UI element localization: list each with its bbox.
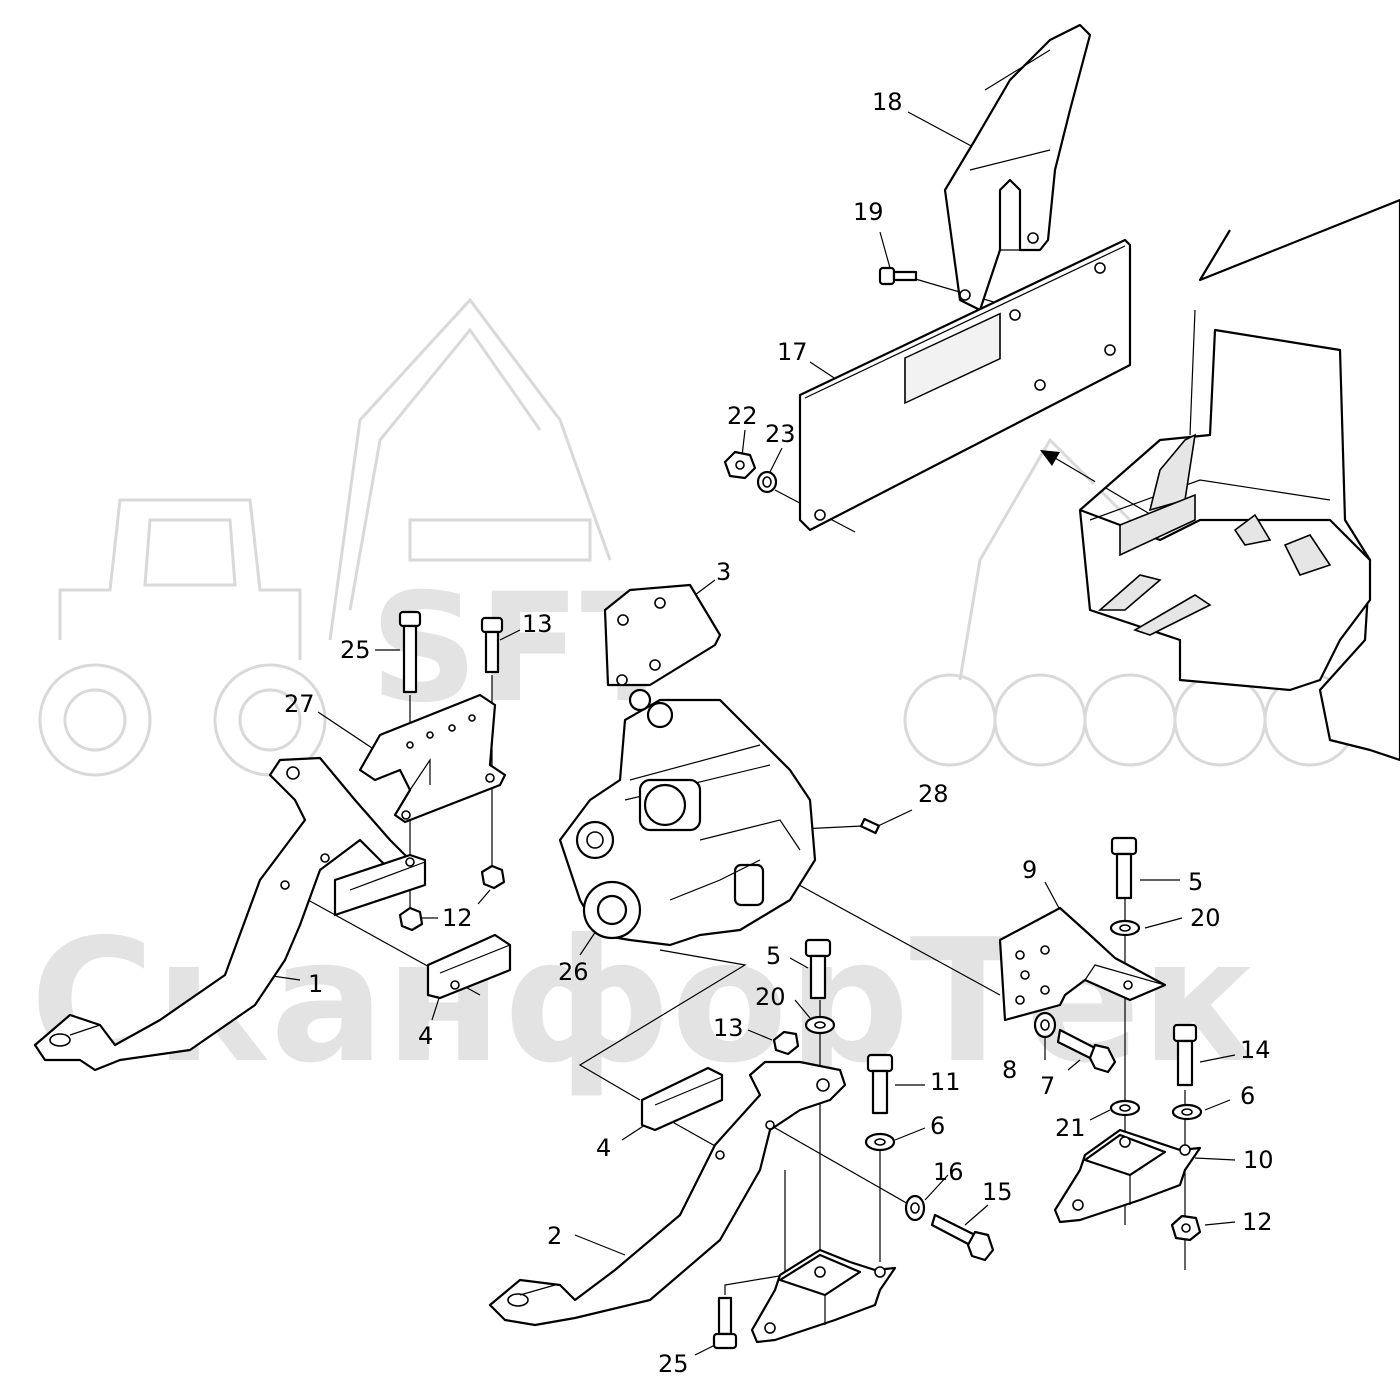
callout-12-top: 12	[442, 904, 473, 932]
part-18-bolt	[878, 266, 918, 286]
callout-12-right: 12	[1242, 1208, 1273, 1236]
part-4-spacer-block-top	[333, 853, 427, 917]
part-27-engine-bracket	[358, 693, 507, 824]
part-19-washer	[904, 1194, 926, 1222]
callout-11: 11	[930, 1068, 961, 1096]
part-4-spacer-block	[426, 933, 512, 1000]
part-1-left-mount-bracket	[33, 756, 412, 1072]
callout-6-right: 6	[1240, 1082, 1255, 1110]
part-7-bolt	[1056, 1028, 1117, 1074]
callout-5-right: 5	[1188, 868, 1203, 896]
callout-4-top: 4	[418, 1022, 433, 1050]
callout-5-middle: 5	[766, 942, 781, 970]
callout-23: 23	[765, 420, 796, 448]
part-12-nut-right	[1170, 1214, 1202, 1242]
part-4-spacer-block-bottom	[640, 1066, 724, 1132]
callout-20-right: 20	[1190, 904, 1221, 932]
part-20-washer-right	[1109, 919, 1141, 937]
callout-13-middle: 13	[713, 1014, 744, 1042]
part-28-pin	[859, 817, 881, 835]
callout-9: 9	[1022, 856, 1037, 884]
callout-4-bottom: 4	[596, 1134, 611, 1162]
part-22-nut	[723, 450, 757, 480]
part-13-bolt-top	[480, 616, 504, 674]
part-26-engine	[558, 688, 817, 947]
machine-frame	[1078, 198, 1400, 762]
part-12-nut-top	[398, 906, 424, 932]
part-10-rubber-mount-right	[1053, 1128, 1202, 1224]
callout-21: 21	[1055, 1114, 1086, 1142]
part-5-bolt-right	[1110, 836, 1138, 900]
callout-7: 7	[1040, 1072, 1055, 1100]
part-12-nut-top-2	[480, 864, 506, 890]
callout-25-top: 25	[340, 636, 371, 664]
part-5-bolt-middle	[804, 938, 832, 1000]
callout-27: 27	[284, 690, 315, 718]
callout-2: 2	[547, 1222, 562, 1250]
part-21-washer	[1109, 1099, 1141, 1117]
part-10-rubber-mount-middle	[750, 1248, 897, 1344]
part-11-bolt	[866, 1053, 894, 1115]
callout-20-middle: 20	[755, 983, 786, 1011]
part-9-right-engine-bracket	[998, 906, 1167, 1022]
callout-6-middle: 6	[930, 1112, 945, 1140]
callout-18: 19	[853, 198, 884, 226]
part-15-bolt	[930, 1213, 995, 1262]
part-6-washer-right	[1171, 1103, 1203, 1121]
part-6-washer-middle	[864, 1132, 896, 1152]
part-17-guard-plate	[943, 23, 1092, 312]
callout-28: 28	[918, 780, 949, 808]
callout-labels: 18 19 17 22 23 3 13 25 27 28 9 5 12 20 5…	[284, 88, 1274, 1378]
callout-8: 8	[1002, 1056, 1017, 1084]
callout-16: 17	[777, 338, 808, 366]
part-8-washer	[1033, 1011, 1057, 1039]
callout-14: 14	[1240, 1036, 1271, 1064]
part-13-nut-middle	[772, 1030, 800, 1056]
part-20-washer-middle	[804, 1015, 836, 1035]
part-14-bolt	[1172, 1023, 1198, 1087]
callout-22: 22	[727, 402, 758, 430]
callout-13-top: 13	[522, 610, 553, 638]
callout-19: 16	[933, 1158, 964, 1186]
callout-15: 15	[982, 1178, 1013, 1206]
part-25-bolt-top	[398, 610, 422, 694]
callout-17: 18	[872, 88, 903, 116]
callout-3: 3	[716, 558, 731, 586]
part-25-bolt-bottom	[712, 1296, 738, 1350]
callout-26: 26	[558, 958, 589, 986]
callout-25-bottom: 25	[658, 1350, 689, 1378]
part-23-washer	[756, 470, 778, 494]
callout-1: 1	[308, 970, 323, 998]
callout-10: 10	[1243, 1146, 1274, 1174]
part-16-mounting-plate	[798, 238, 1132, 532]
part-2-right-mount-bracket	[488, 1060, 847, 1327]
part-3-cover-plate	[603, 583, 722, 687]
